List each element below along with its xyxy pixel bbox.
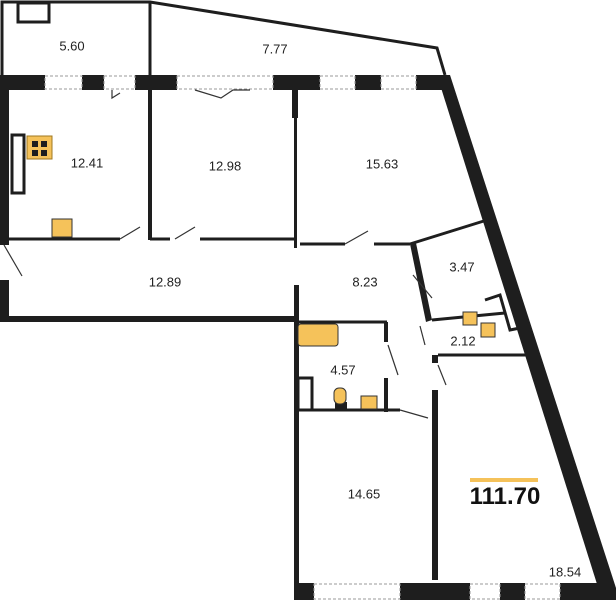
total-area: 111.70 <box>469 483 541 510</box>
thin-walls <box>0 0 528 412</box>
doors <box>3 89 447 419</box>
room-area-storage: 3.47 <box>449 259 475 275</box>
room-area-bedroom-2: 15.63 <box>365 156 399 172</box>
room-area-kitchen: 12.41 <box>70 155 104 171</box>
room-area-hallway: 12.89 <box>148 274 182 290</box>
windows <box>44 75 561 600</box>
room-area-bathroom: 4.57 <box>330 362 356 378</box>
thick-walls <box>0 75 616 600</box>
room-area-corridor: 8.23 <box>352 274 378 290</box>
room-area-living-room: 18.54 <box>548 564 582 580</box>
total-area-accent-bar <box>470 478 538 482</box>
room-area-bedroom-1: 12.98 <box>208 158 242 174</box>
room-area-balcony-left: 5.60 <box>59 38 85 54</box>
room-area-bedroom-3: 14.65 <box>347 486 381 502</box>
fixtures <box>26 135 496 410</box>
room-area-wc: 2.12 <box>450 333 476 349</box>
room-area-balcony-right: 7.77 <box>262 41 288 57</box>
